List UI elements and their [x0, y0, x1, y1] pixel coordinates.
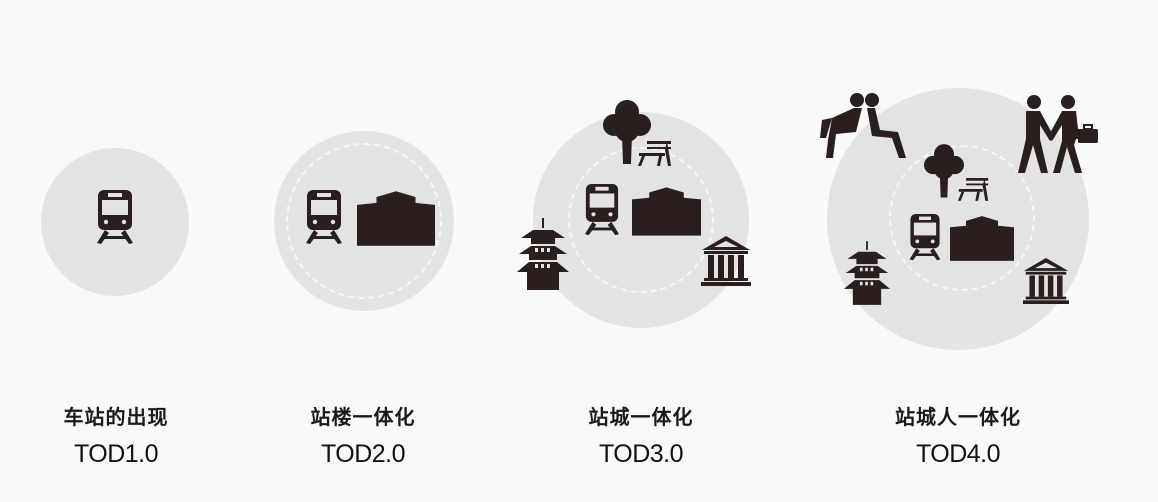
handshake-people-icon: [1012, 95, 1098, 175]
pagoda-icon: [844, 241, 890, 305]
temple-icon: [1021, 258, 1071, 304]
station-building-icon: [357, 191, 435, 246]
bench-icon: [637, 140, 673, 166]
stage-title: 车站的出现: [63, 405, 169, 429]
stage-version: TOD3.0: [598, 440, 684, 468]
train-icon: [95, 190, 135, 246]
stage-version: TOD1.0: [73, 440, 159, 468]
dashed-inner-circle: [568, 147, 714, 293]
train-icon: [304, 190, 344, 246]
dashed-inner-circle: [889, 145, 1035, 291]
stage-title: 站城一体化: [588, 405, 694, 429]
pagoda-icon: [517, 218, 569, 290]
train-icon: [906, 214, 944, 262]
station-building-icon: [632, 186, 701, 237]
stage-version: TOD4.0: [915, 440, 1001, 468]
bench-icon: [957, 177, 990, 201]
train-icon: [583, 184, 621, 237]
station-building-icon: [950, 216, 1014, 261]
seated-people-icon: [820, 92, 906, 158]
stage-version: TOD2.0: [320, 440, 406, 468]
stage-title: 站城人一体化: [895, 405, 1021, 429]
temple-icon: [700, 236, 752, 286]
dashed-inner-circle: [286, 143, 442, 299]
stage-title: 站楼一体化: [310, 405, 416, 429]
